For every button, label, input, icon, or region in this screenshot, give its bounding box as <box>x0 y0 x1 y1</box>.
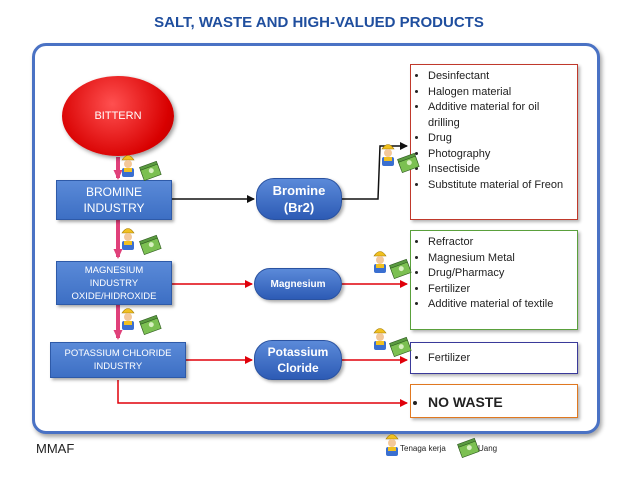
potassium-uses-list: Fertilizer <box>410 342 578 374</box>
legend-worker-label: Tenaga kerja <box>400 444 446 453</box>
list-item: Fertilizer <box>428 282 571 298</box>
bittern-node: BITTERN <box>62 76 174 156</box>
list-item: Substitute material of Freon <box>428 178 571 194</box>
potassium-product: Potassium Cloride <box>254 340 342 380</box>
legend-money-label: Uang <box>478 444 498 453</box>
list-item: Magnesium Metal <box>428 251 571 267</box>
no-waste-box: NO WASTE <box>410 384 578 418</box>
bromine-uses-list: Desinfectant Halogen material Additive m… <box>410 64 578 220</box>
potassium-industry-box: POTASSIUM CHLORIDE INDUSTRY <box>50 342 186 378</box>
bromine-industry-box: BROMINE INDUSTRY <box>56 180 172 220</box>
bromine-product: Bromine (Br2) <box>256 178 342 220</box>
list-item: Refractor <box>428 235 571 251</box>
magnesium-industry-box: MAGNESIUM INDUSTRY OXIDE/HIDROXIDE <box>56 261 172 305</box>
magnesium-uses-list: Refractor Magnesium Metal Drug/Pharmacy … <box>410 230 578 330</box>
list-item: Drug/Pharmacy <box>428 266 571 282</box>
list-item: Photography <box>428 147 571 163</box>
list-item: Desinfectant <box>428 69 571 85</box>
magnesium-industry-label: MAGNESIUM INDUSTRY OXIDE/HIDROXIDE <box>71 264 157 302</box>
arrow-bromine-to-uses <box>342 142 408 200</box>
magnesium-product: Magnesium <box>254 268 342 300</box>
list-item: Insectiside <box>428 162 571 178</box>
no-waste-label: NO WASTE <box>428 393 503 411</box>
bromine-industry-label: BROMINE INDUSTRY <box>83 185 145 215</box>
source-label: MMAF <box>36 441 75 456</box>
list-item: Fertilizer <box>428 351 470 367</box>
list-item: Additive material for oil drilling <box>428 100 571 131</box>
page-title: SALT, WASTE AND HIGH-VALUED PRODUCTS <box>154 14 484 31</box>
list-item: Halogen material <box>428 85 571 101</box>
list-item: Drug <box>428 131 571 147</box>
potassium-industry-label: POTASSIUM CHLORIDE INDUSTRY <box>64 348 172 372</box>
arrow-to-no-waste <box>117 380 408 407</box>
list-item: Additive material of textile <box>428 297 571 313</box>
